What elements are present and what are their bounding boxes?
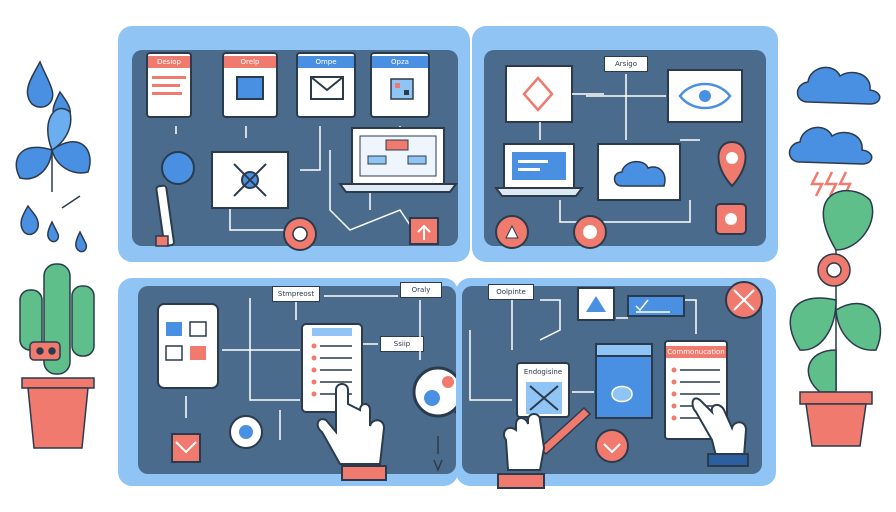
tab-label-3: Ompe xyxy=(298,56,354,68)
pencil-icon xyxy=(538,406,592,456)
cloud-icon-2 xyxy=(613,160,666,187)
triangle-card-icon xyxy=(577,287,615,321)
window-icon xyxy=(236,76,264,100)
eye-icon xyxy=(678,82,732,110)
gear-icon-3 xyxy=(573,215,607,249)
envelope-icon xyxy=(310,76,344,100)
leaf-plant-icon xyxy=(15,107,91,209)
laptop-icon xyxy=(338,127,458,193)
error-badge-icon xyxy=(725,281,763,319)
hand-pointer-icon xyxy=(316,383,387,481)
check-bar-icon xyxy=(627,295,685,317)
magnifier-icon xyxy=(155,151,195,247)
gear-icon-5 xyxy=(595,429,629,463)
flower-pot-icon xyxy=(789,189,882,447)
diamond-icon xyxy=(522,76,554,112)
bottom-left-label-mid: Ssiip xyxy=(380,336,424,352)
communication-title: Commonucation xyxy=(666,346,726,358)
puzzle-icon xyxy=(715,203,747,235)
tab-label-1: Desiop xyxy=(148,56,190,68)
connector-arrows-tl xyxy=(175,126,411,231)
share-icon xyxy=(233,163,267,197)
bottom-left-label-top: Stmpreost xyxy=(272,286,320,302)
bottom-left-label-right: Oraly xyxy=(400,282,442,298)
connector-arrows-bl xyxy=(185,295,421,440)
top-right-label: Arsigo xyxy=(604,56,648,72)
laptop-icon-2 xyxy=(494,143,584,197)
bottom-right-label-top: Oolpinte xyxy=(488,284,534,300)
endogisine-title: Endogisine xyxy=(523,368,563,376)
cloud-icon xyxy=(788,66,881,165)
hand-pointer-icon-2 xyxy=(497,413,546,489)
tab-card-3[interactable]: Ompe xyxy=(296,52,356,118)
tab-label-2: Orelp xyxy=(224,56,276,68)
gear-icon-4 xyxy=(229,415,263,449)
phone-icon xyxy=(157,303,219,389)
network-icon xyxy=(390,78,414,100)
tab-card-4[interactable]: Opza xyxy=(370,52,430,118)
gear-icon-2 xyxy=(495,215,529,249)
tab-card-1[interactable]: Desiop xyxy=(146,52,192,118)
hand-pointer-icon-3 xyxy=(691,397,749,467)
browser-window-icon xyxy=(595,343,653,419)
gear-icon xyxy=(283,217,317,251)
cactus-pot-icon xyxy=(19,263,95,449)
tab-card-2[interactable]: Orelp xyxy=(222,52,278,118)
upload-icon xyxy=(409,217,439,245)
endogisine-card[interactable]: Endogisine xyxy=(516,362,570,418)
connector-arrows-tr xyxy=(539,74,700,223)
tab-label-4: Opza xyxy=(372,56,428,68)
envelope-icon-2 xyxy=(171,433,201,463)
location-pin-icon xyxy=(717,140,747,188)
cross-icon xyxy=(526,382,562,414)
